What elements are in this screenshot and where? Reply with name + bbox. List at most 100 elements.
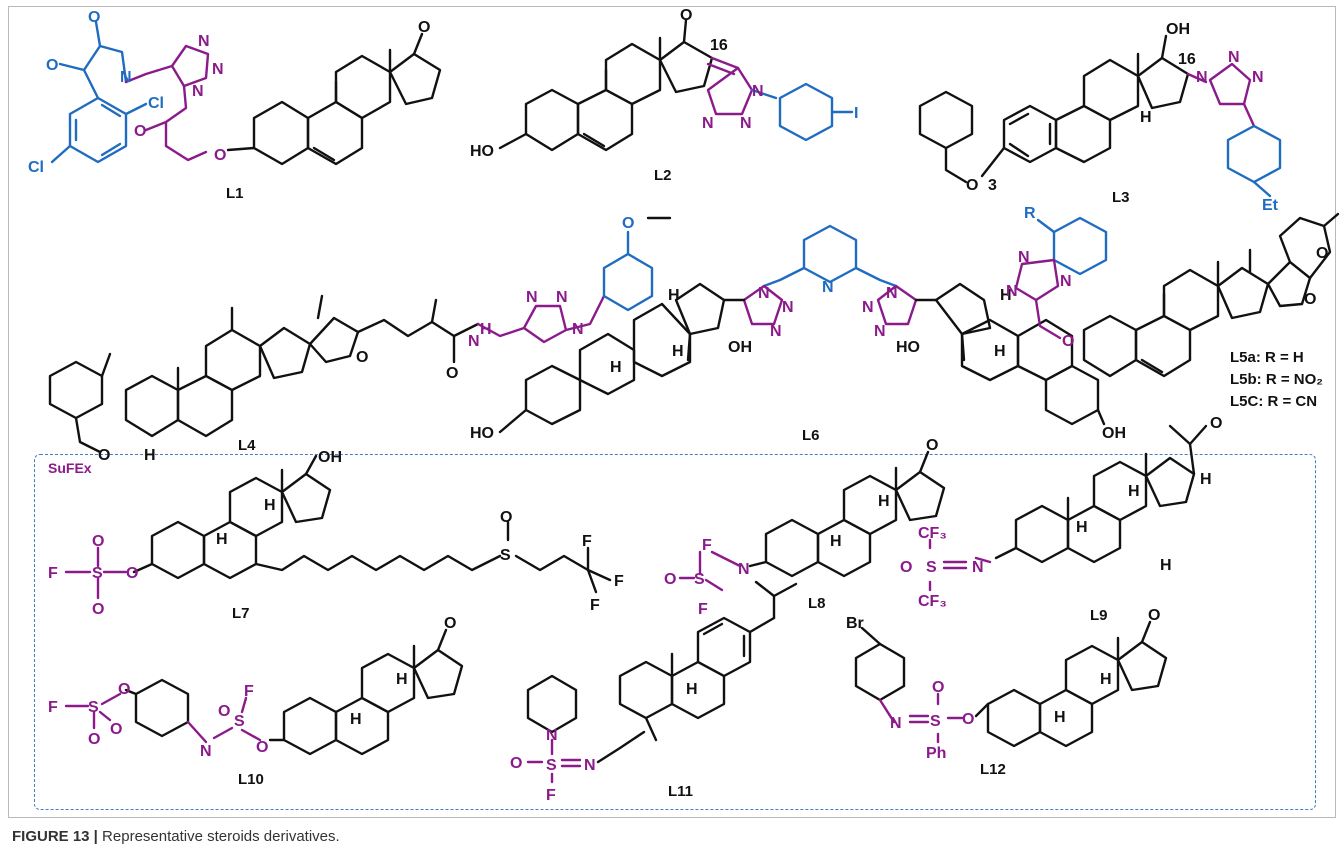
l10-atom-o: O	[110, 721, 122, 738]
l7-ring-b	[202, 520, 258, 580]
l9-atom-h: H	[1076, 519, 1088, 536]
l12-atom-s: S	[930, 713, 941, 730]
l7-atom-s: S	[500, 547, 511, 564]
l10-atom-o: O	[444, 615, 456, 632]
l2-ring-c	[604, 42, 662, 106]
l4-atom-n: N	[572, 321, 584, 338]
l4-atom-n: N	[526, 289, 538, 306]
structure-l7: F S O O O OH H H S O F F F L7	[48, 449, 624, 622]
l2-triazole	[706, 66, 754, 116]
l6-atom-ho: HO	[896, 339, 920, 356]
l10-ring-a	[282, 696, 338, 756]
l9-atom-cf3: CF₃	[918, 593, 947, 610]
label-l2: L2	[654, 167, 672, 184]
l1-isatin-benzene	[68, 96, 128, 164]
figure-frame	[8, 6, 1336, 818]
l12-atom-h: H	[1054, 709, 1066, 726]
l11-atom-o: O	[510, 755, 522, 772]
l1-atom-cl: Cl	[28, 159, 44, 176]
l12-atom-o: O	[962, 711, 974, 728]
l10-atom-o: O	[256, 739, 268, 756]
structure-l2: O 16 HO N N N I L2	[470, 7, 858, 184]
l7-atom-o: O	[500, 509, 512, 526]
l8-atom-s: S	[694, 571, 705, 588]
l4-atom-h: H	[480, 321, 492, 338]
l3-atom-o: O	[966, 177, 978, 194]
l8-atom-o: O	[926, 437, 938, 454]
structure-l4: O H O O H N N N N O L4	[48, 215, 672, 464]
label-l10: L10	[238, 771, 264, 788]
l6-triazole-left	[742, 284, 784, 326]
l12-atom-br: Br	[846, 615, 864, 632]
l4-atom-o: O	[98, 447, 110, 464]
label-l3: L3	[1112, 189, 1130, 206]
l2-atom-ho: HO	[470, 143, 494, 160]
l10-atom-s: S	[88, 699, 99, 716]
l4-benzyl-ring	[48, 360, 104, 420]
l6-atom-h: H	[668, 287, 680, 304]
l6-triazole-right	[876, 284, 918, 326]
l9-ring-d	[1144, 456, 1196, 508]
l7-atom-h: H	[216, 531, 228, 548]
l1-ring-d	[388, 52, 442, 106]
l4-methoxyphenyl	[602, 252, 654, 312]
l3-atom-n: N	[1252, 69, 1264, 86]
l5-ring-c	[1162, 268, 1220, 332]
l3-atom-h: H	[1140, 109, 1152, 126]
label-l4: L4	[238, 437, 256, 454]
l2-ring-a	[524, 88, 580, 152]
l5-atom-n: N	[1006, 283, 1018, 300]
l4-atom-h: H	[144, 447, 156, 464]
structure-l5: R N N N O O O L5a: R = H L5b: R = NO₂ L5…	[1006, 205, 1340, 410]
l1-ring-b	[306, 100, 364, 166]
l11-ring-a	[618, 660, 674, 720]
l11-atom-h: H	[686, 681, 698, 698]
l3-atom-n: N	[1228, 49, 1240, 66]
structure-l11: N O S N F H L11	[510, 580, 798, 804]
l1-atom-cl: Cl	[148, 95, 164, 112]
l11-atom-n: N	[584, 757, 596, 774]
l1-atom-n: N	[198, 33, 210, 50]
l2-atom-n: N	[702, 115, 714, 132]
l8-ring-d	[894, 470, 946, 522]
l1-atom-o: O	[88, 9, 100, 26]
label-l7: L7	[232, 605, 250, 622]
l1-atom-n: N	[192, 83, 204, 100]
l8-atom-o: O	[664, 571, 676, 588]
l10-atom-o: O	[218, 703, 230, 720]
l7-ring-a	[150, 520, 206, 580]
l9-atom-n: N	[972, 559, 984, 576]
structure-l9: CF₃ O S N CF₃ O H H H H L9	[900, 415, 1222, 624]
l1-atom-o: O	[214, 147, 226, 164]
l5-atom-r: R	[1024, 205, 1036, 222]
l4-triazole	[522, 304, 568, 344]
l6-pyridine	[802, 224, 858, 284]
l1-ring-a	[252, 100, 310, 166]
l3-ring-d	[1136, 56, 1190, 110]
l7-atom-o: O	[92, 533, 104, 550]
l6-atom-oh: OH	[1102, 425, 1126, 442]
l4-atom-n: N	[556, 289, 568, 306]
l8-atom-n: N	[738, 561, 750, 578]
l7-atom-o: O	[92, 601, 104, 618]
l3-ring-a	[1002, 104, 1058, 164]
l6-right-ring-d	[934, 282, 992, 336]
l3-locant-3: 3	[988, 177, 997, 194]
l6-right-ring-a	[1044, 364, 1100, 426]
figure-caption-text: Representative steroids derivatives.	[97, 828, 340, 845]
l2-atom-o: O	[680, 7, 692, 24]
l5-atom-o: O	[1304, 291, 1316, 308]
l8-atom-h: H	[878, 493, 890, 510]
label-l5a: L5a: R = H	[1230, 349, 1304, 366]
label-l5c: L5C: R = CN	[1230, 393, 1317, 410]
l7-atom-f: F	[590, 597, 600, 614]
structure-l1: O O N Cl Cl N N N O O O L1	[28, 9, 442, 202]
l12-ring-a	[986, 688, 1042, 748]
l11-piperidine	[526, 674, 578, 734]
structure-l12: Br N S O Ph O O H H L12	[846, 607, 1168, 778]
l5-spiro-furan	[1266, 260, 1312, 308]
l10-atom-f: F	[48, 699, 58, 716]
l6-atom-n: N	[782, 299, 794, 316]
structure-l10: F S O O O N S O F O O H H L10	[48, 615, 464, 788]
